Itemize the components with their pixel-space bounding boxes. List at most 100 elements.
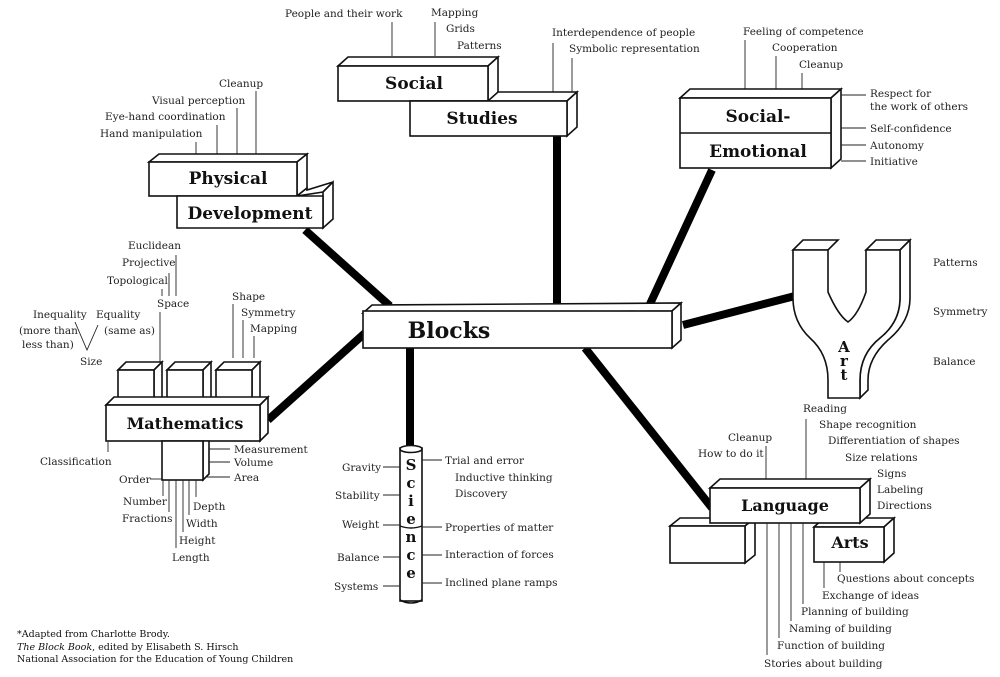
math-size-equality: Equality [96, 309, 140, 321]
social-studies-item: People and their work [285, 8, 403, 20]
math-shape-item: Mapping [250, 323, 298, 335]
science-left-item: Balance [337, 552, 379, 564]
math-classification: Classification [40, 456, 112, 468]
science-left-item: Gravity [342, 462, 381, 474]
science-right-item: Properties of matter [445, 522, 554, 534]
math-bottom-item: Length [172, 552, 210, 564]
social-emotional-item: Feeling of competence [743, 26, 864, 38]
math-bottom-item: Fractions [122, 513, 173, 525]
math-size-label: Size [80, 356, 102, 368]
language-top-right-item: Signs [877, 468, 906, 480]
social-studies-item: Grids [446, 23, 475, 35]
physical-development-node: Physical Development Cleanup Visual perc… [100, 78, 334, 230]
footnote-book-title: The Block Book [17, 642, 92, 653]
math-space-label: Space [157, 298, 189, 310]
math-right-item: Volume [233, 457, 273, 469]
language-bottom-item: Exchange of ideas [822, 590, 919, 602]
math-right-item: Measurement [234, 444, 309, 456]
language-top-right-item: Shape recognition [819, 419, 917, 431]
science-letter: S [406, 456, 417, 474]
art-node: A r t Patterns Symmetry Balance [791, 238, 987, 400]
art-item: Symmetry [933, 306, 987, 318]
spoke-physical [302, 227, 393, 309]
math-bottom-item: Number [123, 496, 168, 508]
blocks-center-node: Blocks [360, 301, 684, 350]
language-bottom-item: Planning of building [801, 606, 909, 618]
language-top-right-item: Reading [803, 403, 847, 415]
math-space-item: Euclidean [128, 240, 181, 252]
social-studies-item: Mapping [431, 7, 479, 19]
footnote: *Adapted from Charlotte Brody. The Block… [17, 629, 293, 665]
art-title-letter: A [837, 338, 850, 356]
physical-item: Hand manipulation [100, 128, 203, 140]
social-emotional-item: Cooperation [772, 42, 838, 54]
science-left-item: Stability [335, 490, 380, 502]
social-emotional-title-1: Social- [726, 107, 791, 127]
science-right-item: Discovery [455, 488, 508, 500]
science-right-item: Trial and error [445, 455, 525, 467]
language-top-right-item: Size relations [845, 452, 918, 464]
mathematics-node: Euclidean Projective Topological Space I… [19, 240, 309, 564]
physical-item: Cleanup [219, 78, 263, 90]
social-studies-title-2: Studies [446, 109, 517, 129]
language-top-left-item: Cleanup [728, 432, 772, 444]
spoke-language [581, 345, 716, 511]
language-top-left-item: How to do it [698, 448, 764, 460]
math-shape-item: Shape [232, 291, 265, 303]
science-letter: c [406, 474, 415, 492]
art-title-letter: r [840, 352, 849, 370]
math-size-inequality: less than) [22, 339, 74, 351]
language-bottom-item: Questions about concepts [837, 573, 974, 585]
math-shape-item: Symmetry [241, 307, 295, 319]
social-studies-item: Interdependence of people [552, 27, 695, 39]
social-emotional-node: Social- Emotional Feeling of competence … [677, 26, 968, 170]
social-studies-item: Symbolic representation [569, 43, 700, 55]
science-left-item: Weight [342, 519, 380, 531]
math-size-equality: (same as) [104, 325, 155, 337]
social-emotional-item: Initiative [870, 156, 918, 168]
math-size-inequality: Inequality [33, 309, 87, 321]
physical-title-2: Development [188, 204, 313, 224]
math-space-item: Projective [122, 257, 175, 269]
spoke-mathematics [265, 330, 368, 423]
math-bottom-item: Width [186, 518, 218, 530]
science-right-item: Inductive thinking [455, 472, 553, 484]
footnote-line-1: *Adapted from Charlotte Brody. [17, 629, 170, 640]
science-right-item: Interaction of forces [445, 549, 554, 561]
physical-title-1: Physical [189, 169, 268, 189]
center-label: Blocks [408, 318, 491, 344]
math-bottom-item: Height [179, 535, 216, 547]
social-studies-title-1: Social [385, 74, 443, 94]
social-studies-node: Social Studies People and their work Map… [285, 7, 700, 138]
physical-item: Eye-hand coordination [105, 111, 226, 123]
language-top-right-item: Differentiation of shapes [828, 435, 960, 447]
math-bottom-item: Depth [193, 501, 226, 513]
footnote-editor: , edited by Elisabeth S. Hirsch [92, 642, 238, 653]
language-title-1: Language [741, 496, 829, 515]
language-title-2: Arts [830, 533, 868, 552]
science-right-item: Inclined plane ramps [445, 577, 558, 589]
spoke-art [681, 292, 797, 329]
art-item: Patterns [933, 257, 978, 269]
art-item: Balance [933, 356, 975, 368]
science-left-item: Systems [334, 581, 378, 593]
language-bottom-item: Naming of building [789, 623, 892, 635]
social-emotional-item: Cleanup [799, 59, 843, 71]
science-letter: e [406, 510, 416, 528]
physical-item: Visual perception [151, 95, 246, 107]
language-arts-node: Cleanup How to do it Reading Shape recog… [667, 403, 974, 670]
science-letter: c [406, 546, 415, 564]
language-bottom-item: Function of building [777, 640, 885, 652]
art-title-letter: t [841, 366, 848, 384]
footnote-line-2: The Block Book, edited by Elisabeth S. H… [17, 642, 239, 653]
language-top-right-item: Directions [877, 500, 932, 512]
science-letter: n [406, 528, 417, 546]
science-letter: e [406, 564, 416, 582]
footnote-line-3: National Association for the Education o… [17, 654, 293, 665]
math-size-inequality: (more than [19, 325, 78, 337]
math-order: Order [119, 474, 152, 486]
math-title: Mathematics [127, 414, 244, 433]
social-emotional-item: Respect for [870, 88, 932, 100]
social-studies-item: Patterns [457, 40, 502, 52]
